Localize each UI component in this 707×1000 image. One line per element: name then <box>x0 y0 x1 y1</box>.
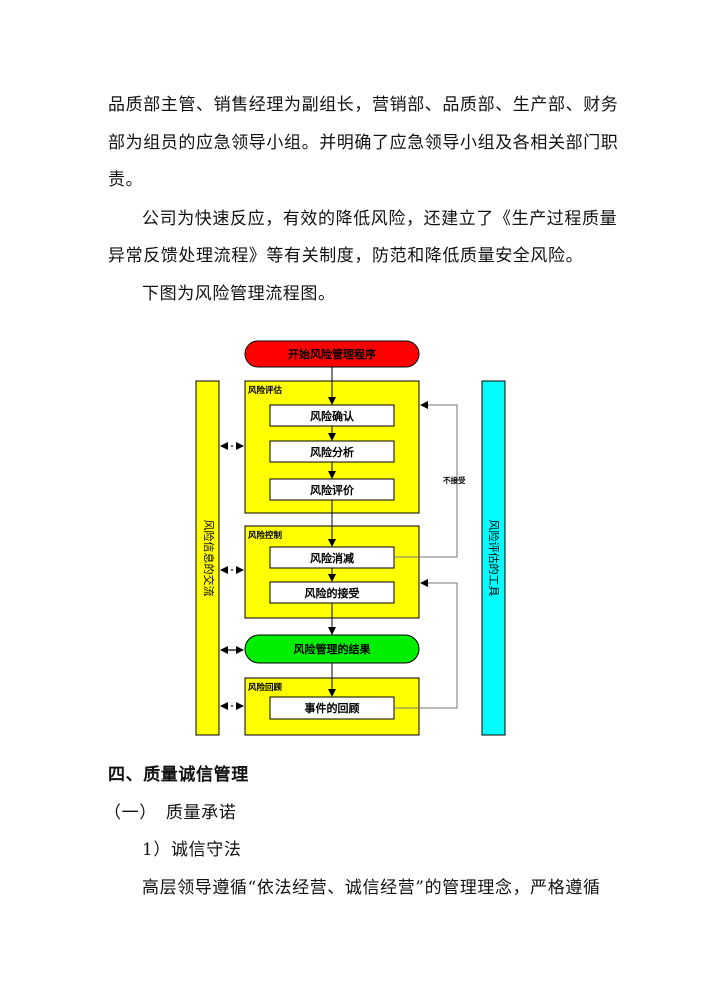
communication-arrows <box>220 442 244 710</box>
control-section-label: 风险控制 <box>248 530 283 541</box>
subsection-heading: （一） 质量承诺 <box>104 803 237 823</box>
right-bar <box>481 380 506 736</box>
analysis-label: 风险分析 <box>310 445 354 459</box>
reduce-label: 风险消减 <box>310 551 354 565</box>
paragraph-line: 责。 <box>108 170 144 190</box>
assessment-section-label: 风险评估 <box>248 385 283 396</box>
paragraph-line: 下图为风险管理流程图。 <box>142 284 336 304</box>
accept-label: 风险的接受 <box>305 586 360 600</box>
paragraph-line: 高层领导遵循“依法经营、诚信经营”的管理理念，严格遵循 <box>142 878 601 898</box>
paragraph-line: 公司为快速反应，有效的降低风险，还建立了《生产过程质量 <box>142 209 618 229</box>
left-bar <box>195 380 220 736</box>
right-bar-label: 风险评估的工具 <box>487 520 501 597</box>
not-accepted-label: 不接受 <box>443 475 466 485</box>
item-heading: 1）诚信守法 <box>142 840 242 860</box>
left-bar-label: 风险信息的交流 <box>202 520 216 597</box>
paragraph-line: 异常反馈处理流程》等有关制度，防范和降低质量安全风险。 <box>108 246 584 266</box>
review-section-label: 风险回顾 <box>248 682 283 693</box>
confirm-label: 风险确认 <box>310 409 355 423</box>
feedback-loops <box>394 401 458 709</box>
event-review-label: 事件的回顾 <box>305 701 360 715</box>
paragraph-line: 品质部主管、销售经理为副组长，营销部、品质部、生产部、财务 <box>108 95 619 115</box>
result-label: 风险管理的结果 <box>294 642 371 656</box>
start-label: 开始风险管理程序 <box>288 347 376 361</box>
evaluation-label: 风险评价 <box>310 483 355 497</box>
paragraph-line: 部为组员的应急领导小组。并明确了应急领导小组及各相关部门职 <box>108 133 619 153</box>
section-heading: 四、质量诚信管理 <box>108 765 249 785</box>
